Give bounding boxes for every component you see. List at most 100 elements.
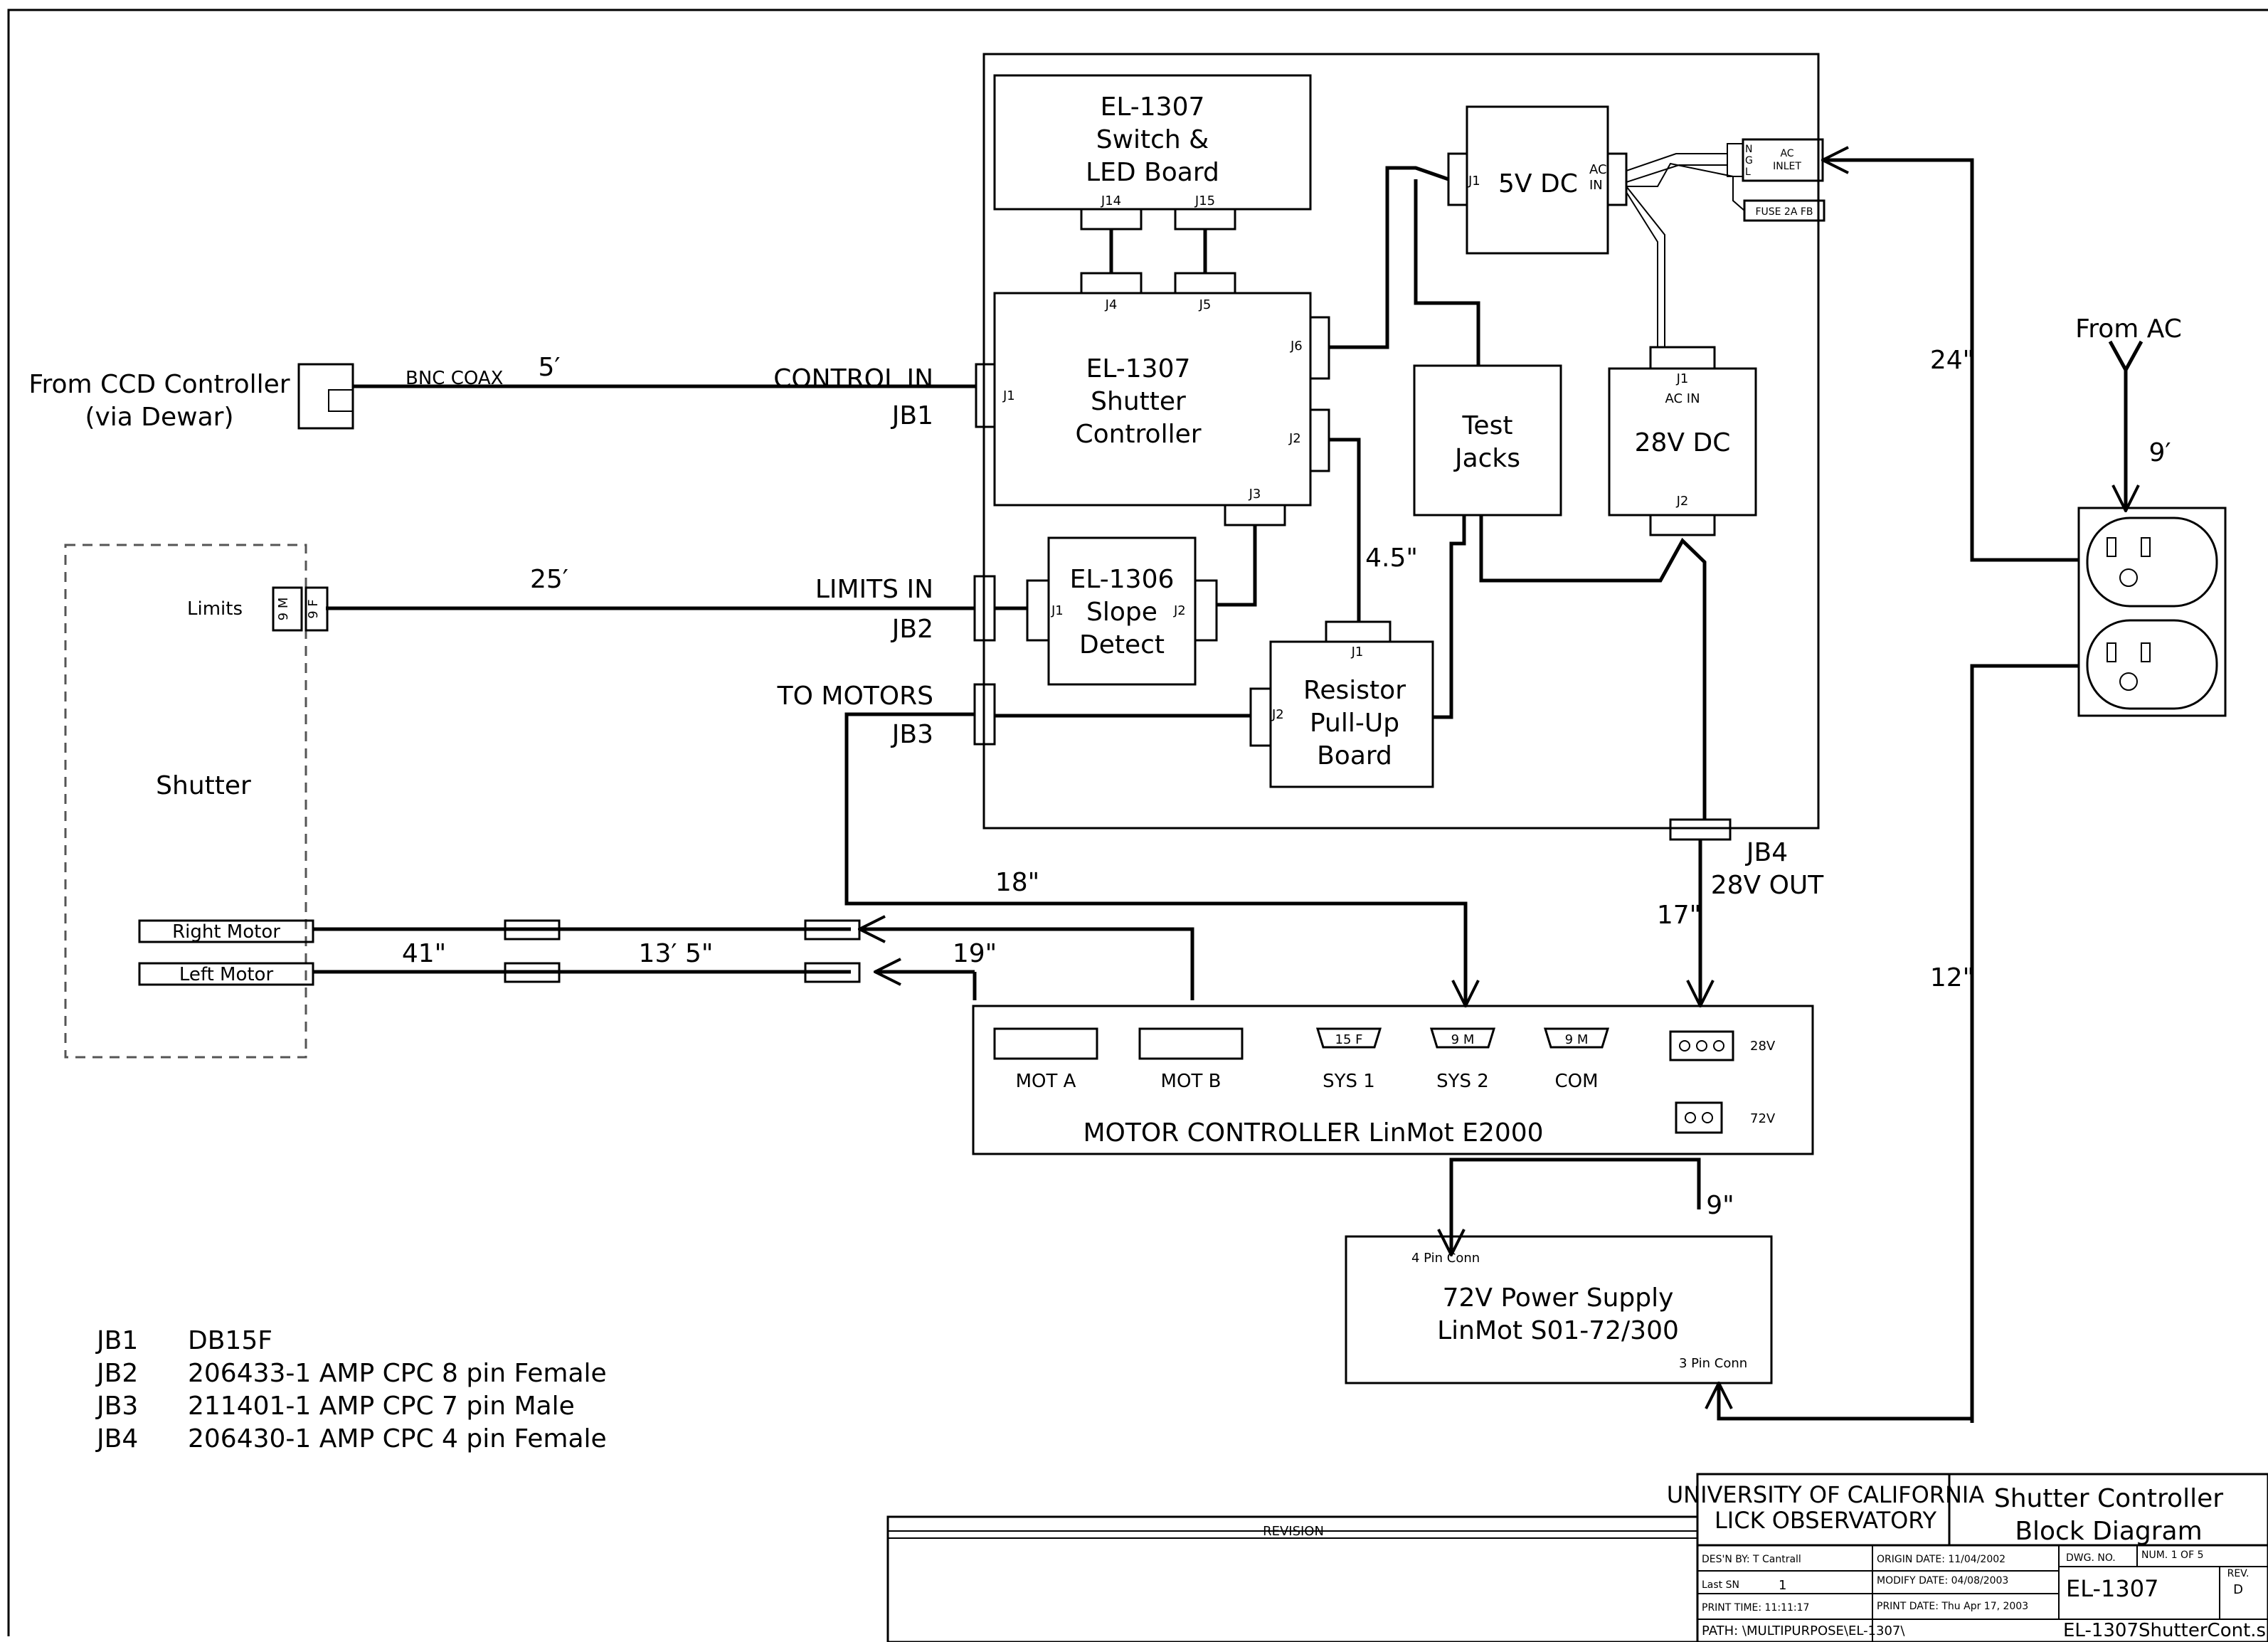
sys2-label: SYS 2	[1436, 1071, 1489, 1092]
connector-notes: JB1 DB15F JB2 206433-1 AMP CPC 8 pin Fem…	[95, 1326, 607, 1453]
com-conn-label: 9 M	[1565, 1032, 1589, 1047]
wire-switch-to-controller	[1109, 229, 1207, 273]
inlet-n: N	[1745, 144, 1752, 155]
5v-label: 5V DC	[1498, 169, 1578, 198]
sys1-label: SYS 1	[1323, 1071, 1375, 1092]
5v-j1-label: J1	[1468, 174, 1480, 189]
28v-terminal	[1669, 1030, 1734, 1061]
wire-jb3-to-sys2	[844, 712, 1466, 1006]
slope-line2: Slope	[1086, 598, 1157, 627]
enclosure	[982, 53, 1820, 830]
j15-label: J15	[1194, 194, 1215, 208]
switch-led-line1: EL-1307	[1101, 92, 1205, 122]
pin3-label: 3 Pin Conn	[1679, 1356, 1747, 1371]
limits-in-label: LIMITS IN	[815, 575, 933, 604]
wire-5v-to-testjacks	[1414, 179, 1480, 366]
modify-date: MODIFY DATE: 04/08/2003	[1877, 1575, 2008, 1587]
rev-label: REV.	[2227, 1568, 2250, 1579]
note-id: JB2	[95, 1359, 138, 1388]
path: PATH: \MULTIPURPOSE\EL-1307\	[1702, 1624, 1905, 1638]
len-17in: 17"	[1657, 901, 1701, 930]
wire-j2-to-resistor	[1329, 438, 1361, 622]
j2-label: J2	[1288, 431, 1301, 446]
ccd-line2: (via Dewar)	[85, 403, 233, 432]
dwg-no: EL-1307	[2066, 1575, 2158, 1602]
test-jacks: Test Jacks	[1413, 364, 1562, 517]
72v-line1: 72V Power Supply	[1443, 1283, 1674, 1313]
cable-connector	[504, 919, 561, 941]
outlet-socket-bottom	[2086, 619, 2218, 710]
slope-line1: EL-1306	[1070, 565, 1175, 594]
sheet-border	[7, 9, 2268, 1636]
c9f-label: 9 F	[306, 599, 321, 619]
len-19in: 19"	[953, 939, 997, 968]
28v-acin-label: AC IN	[1665, 391, 1700, 406]
wire-j6-to-5v	[1329, 166, 1449, 349]
file-name: EL-1307ShutterCont.sch	[2063, 1620, 2268, 1641]
ccd-input: From CCD Controller (via Dewar) BNC COAX	[28, 363, 503, 432]
28v-dc-supply: J1 AC IN 28V DC J2	[1608, 346, 1757, 536]
note-id: JB1	[95, 1326, 138, 1355]
org-line2: LICK OBSERVATORY	[1715, 1507, 1937, 1534]
shutter-ctrl-line3: Controller	[1075, 420, 1201, 449]
print-time: PRINT TIME: 11:11:17	[1702, 1602, 1809, 1614]
wire-ac-to-inlet	[1823, 160, 2079, 562]
inlet-label-1: AC	[1780, 148, 1793, 159]
note-text: DB15F	[188, 1326, 272, 1355]
sys2-conn-label: 9 M	[1451, 1032, 1475, 1047]
shutter-ctrl-line2: Shutter	[1091, 387, 1186, 416]
wire-j3-to-slope	[1217, 525, 1257, 607]
jb4-connector	[1669, 818, 1732, 841]
revision-block: REVISION	[886, 1515, 1699, 1642]
len-9in: 9"	[1706, 1191, 1734, 1220]
72v-power-supply: 4 Pin Conn 72V Power Supply LinMot S01-7…	[1345, 1235, 1773, 1384]
inlet-label-2: INLET	[1773, 161, 1801, 172]
jb1-label: JB1	[891, 401, 933, 430]
slope-j1-label: J1	[1051, 603, 1064, 618]
last-sn-label: Last SN	[1702, 1579, 1739, 1591]
last-sn: 1	[1779, 1578, 1786, 1593]
72v-terminal	[1675, 1101, 1723, 1134]
title-block: UNIVERSITY OF CALIFORNIA LICK OBSERVATOR…	[1667, 1473, 2268, 1642]
control-in-label: CONTROL IN	[773, 364, 933, 393]
len-24in: 24"	[1930, 346, 1974, 375]
28v-out-label: 28V OUT	[1711, 871, 1825, 900]
resistor-line1: Resistor	[1303, 676, 1406, 705]
28v-terminal-label: 28V	[1750, 1039, 1776, 1054]
note-text: 206433-1 AMP CPC 8 pin Female	[188, 1359, 607, 1388]
com-connector	[1543, 1027, 1610, 1049]
title-line1: Shutter Controller	[1994, 1484, 2223, 1513]
from-ac-label: From AC	[2075, 314, 2182, 344]
len-25ft: 25′	[530, 565, 568, 594]
cable-connector	[804, 962, 861, 983]
ccd-line1: From CCD Controller	[28, 370, 290, 399]
jb3-label: JB3	[891, 720, 933, 749]
sys1-connector	[1315, 1027, 1382, 1049]
resistor-j1-label: J1	[1351, 645, 1364, 660]
5v-dc-supply: J1 5V DC AC IN	[1447, 105, 1628, 255]
switch-led-line3: LED Board	[1086, 158, 1219, 187]
shutter-block: Shutter Limits 9 M 9 F Right Motor Left …	[64, 544, 329, 1059]
resistor-pullup-board: J1 J2 Resistor Pull-Up Board	[1249, 620, 1434, 788]
origin-date: ORIGIN DATE: 11/04/2002	[1877, 1554, 2005, 1565]
bnc-label: BNC COAX	[406, 368, 503, 389]
72v-line2: LinMot S01-72/300	[1437, 1316, 1679, 1345]
slope-detect-board: EL-1306 Slope Detect J1 J2	[1026, 536, 1218, 686]
len-41in: 41"	[402, 939, 446, 968]
motor-controller: MOT A MOT B 15 F 9 M 9 M SYS 1 SYS 2 COM…	[972, 1005, 1814, 1155]
resistor-j2-label: J2	[1271, 707, 1284, 722]
title-line2: Block Diagram	[2015, 1517, 2202, 1546]
to-motors-label: TO MOTORS	[777, 682, 933, 711]
num-label: NUM. 1 OF 5	[2141, 1550, 2204, 1561]
switch-led-line2: Switch &	[1096, 125, 1209, 154]
wire-ac-internal	[1626, 153, 1745, 347]
j14-label: J14	[1101, 194, 1121, 208]
limits-label: Limits	[187, 598, 243, 620]
left-motor-label: Left Motor	[179, 964, 274, 985]
limits-9m-connector	[272, 586, 303, 632]
slope-j2-label: J2	[1173, 603, 1186, 618]
ac-fork	[2108, 340, 2144, 374]
revision-label: REVISION	[1263, 1524, 1324, 1539]
resistor-line3: Board	[1317, 741, 1392, 770]
